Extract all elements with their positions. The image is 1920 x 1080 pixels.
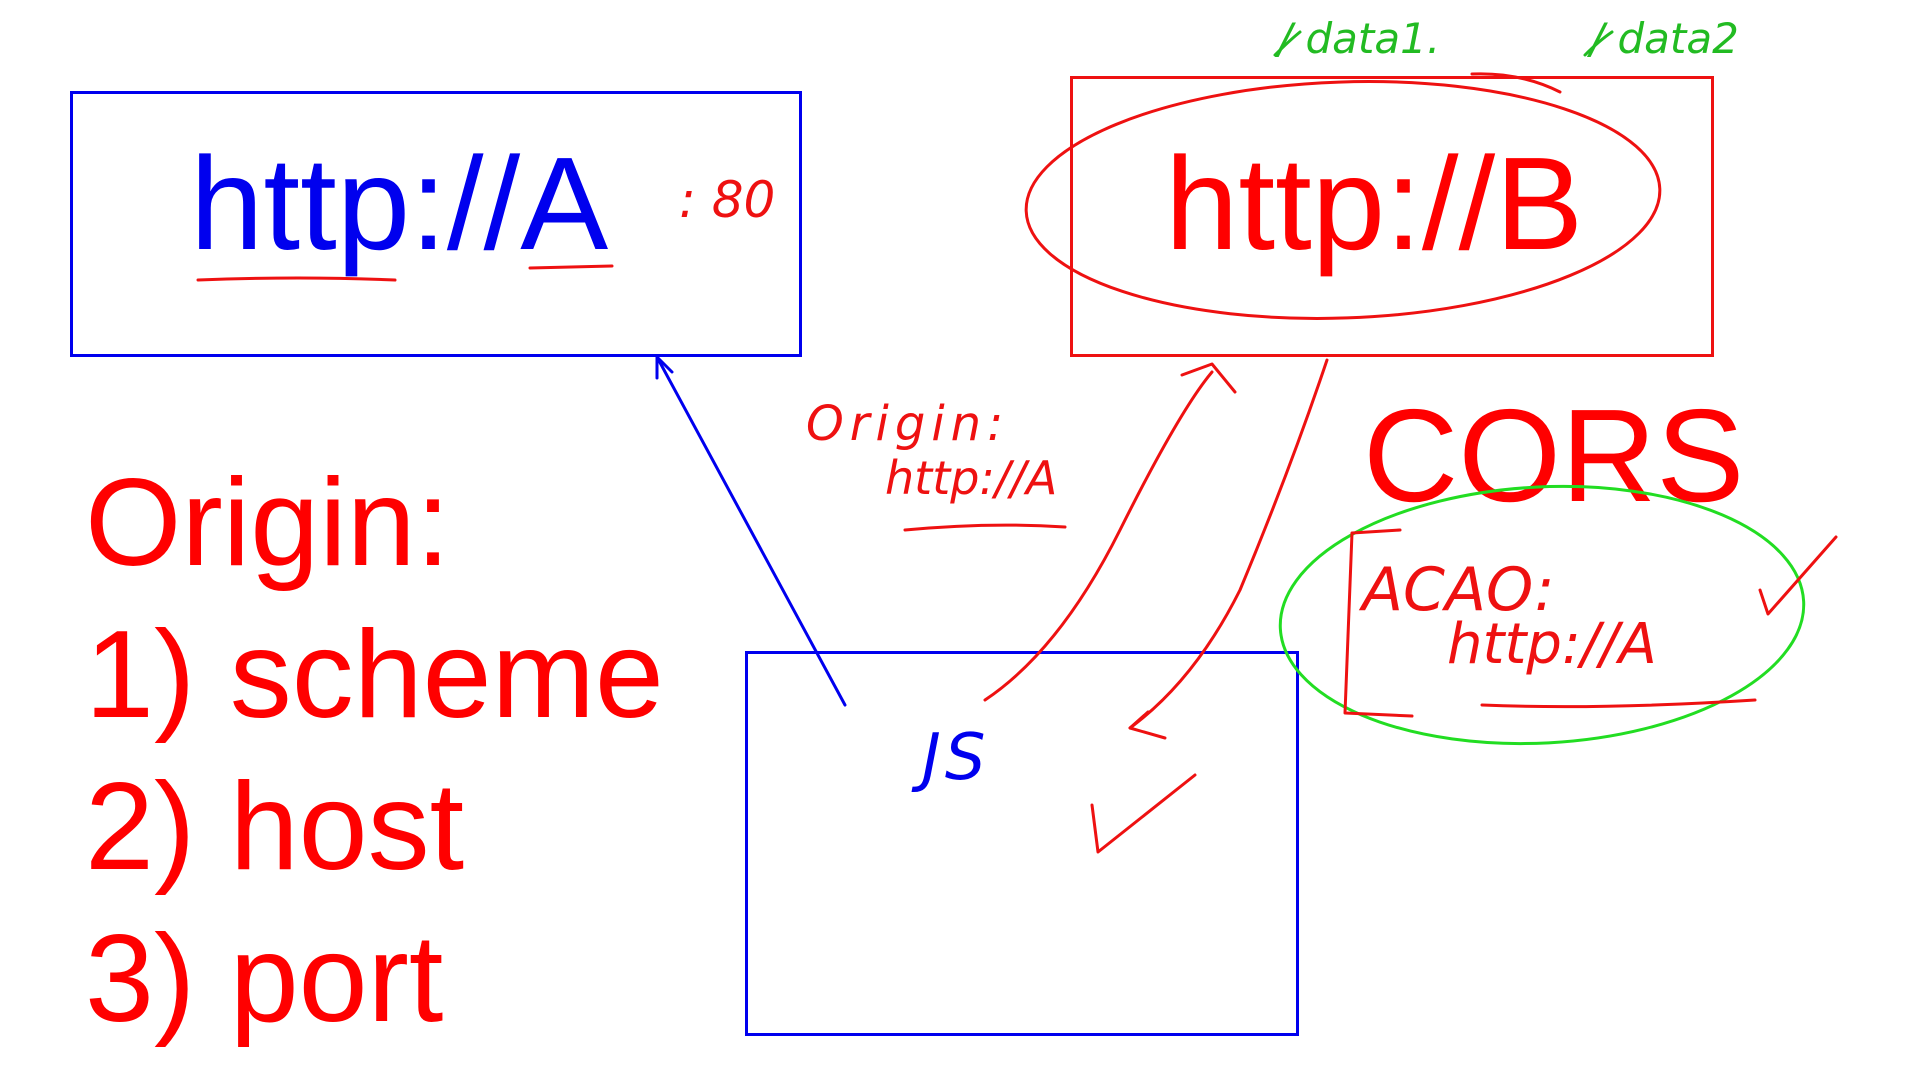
cors-request-arrow (983, 370, 1214, 702)
cors-request-arrowhead (1180, 362, 1237, 394)
path-data1-stroke (1273, 30, 1302, 57)
acao-checkmark (1758, 535, 1838, 616)
browser-page-box (745, 651, 1299, 1036)
path-data2-stroke (1583, 30, 1614, 57)
acao-circle (1278, 484, 1806, 746)
cors-response-arrow (1128, 358, 1329, 730)
origin-item-scheme: 1) scheme (85, 606, 664, 744)
js-script-label: JS (922, 721, 990, 795)
origin-a-box (70, 91, 802, 357)
origin-b-box (1070, 76, 1714, 357)
acao-underline (1480, 698, 1757, 709)
request-to-a-arrow (655, 355, 847, 707)
origin-b-url: http://B (1165, 130, 1584, 277)
path-data2-annotation: / data2 (1590, 14, 1739, 63)
cors-response-arrowhead (1128, 710, 1167, 740)
origin-b-circle (1024, 80, 1662, 320)
acao-header-label: ACAO: (1362, 555, 1555, 625)
origin-heading: Origin: (85, 454, 451, 592)
host-underline (528, 264, 614, 270)
acao-header-value: http://A (1447, 612, 1657, 677)
origin-item-host: 2) host (85, 758, 465, 896)
scheme-underline (196, 276, 397, 282)
allowed-checkmark (1090, 773, 1197, 854)
origin-item-port: 3) port (85, 910, 444, 1048)
request-to-a-arrowhead (655, 355, 674, 380)
request-origin-header-label: Origin: (806, 396, 1010, 452)
origin-b-circle-tail (1470, 72, 1562, 94)
origin-definition-list: Origin: 1) scheme 2) host 3) port (85, 447, 664, 1055)
port-annotation: : 80 (679, 171, 776, 229)
request-header-underline (903, 523, 1067, 532)
acao-bracket (1343, 528, 1414, 718)
path-data1-annotation: / data1. (1278, 14, 1441, 63)
origin-a-url: http://A (190, 130, 609, 277)
request-origin-header-value: http://A (885, 451, 1058, 505)
